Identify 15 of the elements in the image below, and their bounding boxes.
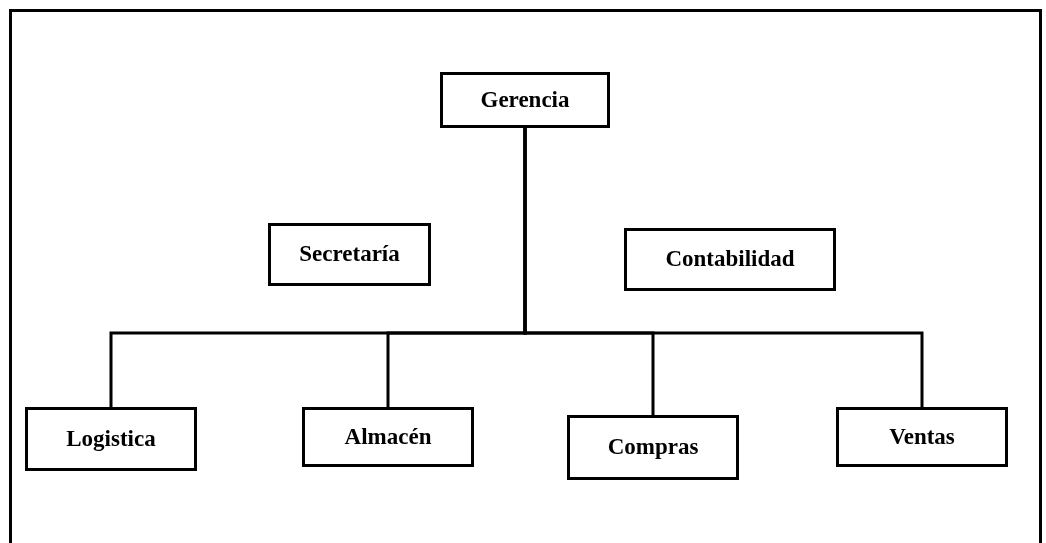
box-label: Contabilidad [665,245,795,274]
org-box [268,223,431,286]
org-box [836,407,1008,467]
box-label: Secretaría [299,240,400,269]
org-box [25,407,197,471]
box-label: Ventas [889,422,955,451]
org-box [440,72,610,128]
box-label: Gerencia [480,85,570,114]
connector-line [523,128,924,407]
box-label: Compras [607,433,699,462]
org-box [302,407,474,467]
box-label: Logistica [66,424,156,453]
box-label: Almacén [344,422,432,451]
org-box [567,415,739,480]
org-box [624,228,836,291]
